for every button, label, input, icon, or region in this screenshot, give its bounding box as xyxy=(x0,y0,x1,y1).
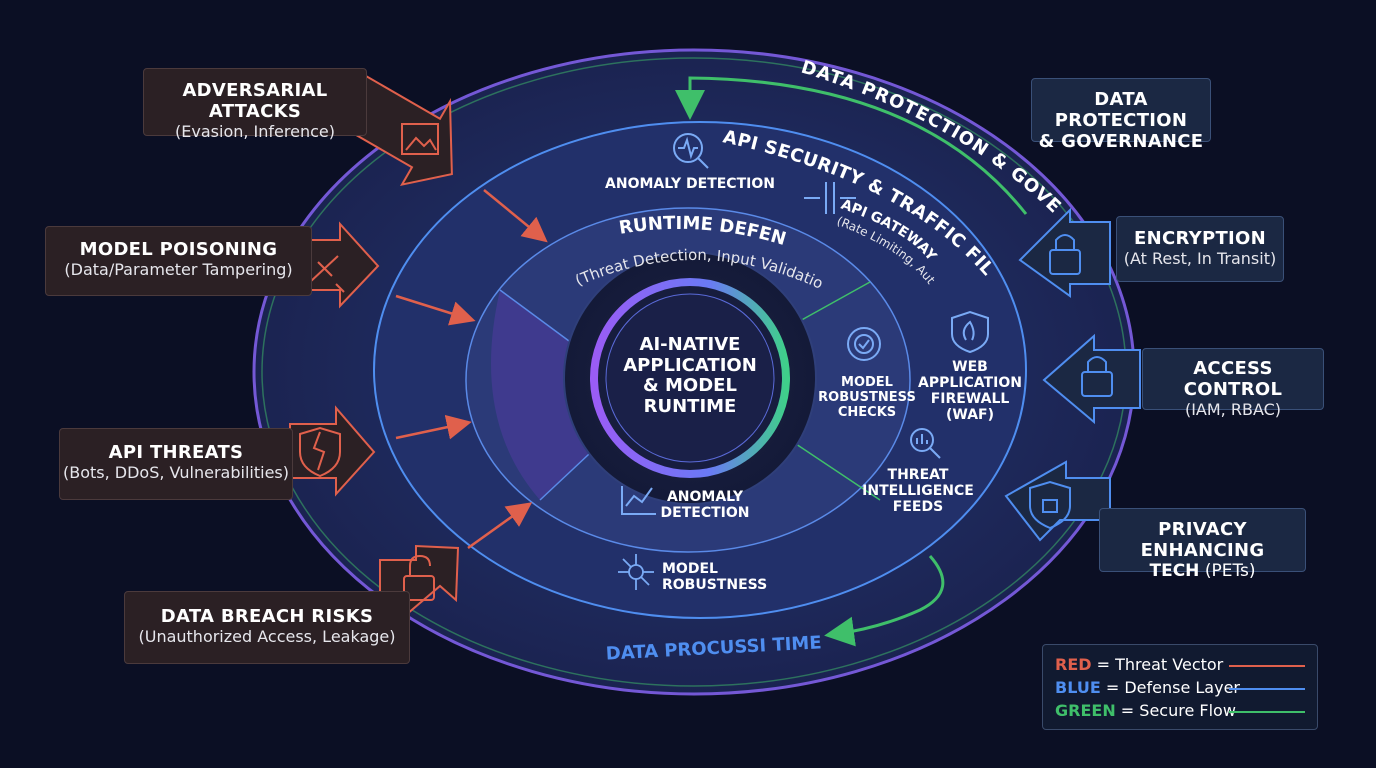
threat-arrow xyxy=(483,189,548,243)
gear-check-icon xyxy=(847,327,881,361)
syringe-icon xyxy=(309,255,345,293)
shield-lock-icon xyxy=(1029,480,1071,530)
legend-line-threat xyxy=(1229,665,1305,667)
threat-adversarial-attacks: ADVERSARIAL ATTACKS (Evasion, Inference) xyxy=(143,68,367,141)
magnifier-pulse-icon xyxy=(673,133,709,169)
core-line-3: & MODEL xyxy=(643,375,737,397)
secure-flow-bottom xyxy=(824,555,945,647)
core-line-4: RUNTIME xyxy=(643,396,737,418)
magnifier-chart-icon xyxy=(910,428,941,459)
waf-label: WEB APPLICATION FIREWALL (WAF) xyxy=(918,359,1022,424)
secure-flow-top xyxy=(675,76,1028,215)
threat-intelligence-feeds: THREAT INTELLIGENCE FEEDS xyxy=(862,467,974,516)
threat-data-breach-risks: DATA BREACH RISKS (Unauthorized Access, … xyxy=(124,591,410,664)
legend-row-defense: BLUE = Defense Layer xyxy=(1055,678,1240,697)
neural-network-icon xyxy=(618,554,654,590)
anomaly-detection-bottom: ANOMALY DETECTION xyxy=(660,489,750,522)
line-chart-icon xyxy=(621,486,656,515)
broken-shield-icon xyxy=(299,426,341,478)
defense-chevron-1 xyxy=(1018,207,1111,298)
threat-arrow xyxy=(395,294,476,326)
core-line-2: APPLICATION xyxy=(623,354,757,376)
shield-flame-icon xyxy=(951,310,989,354)
unlocked-padlock-icon xyxy=(403,554,435,601)
traffic-filter-icon xyxy=(804,182,856,214)
defense-access-control: ACCESS CONTROL (IAM, RBAC) xyxy=(1142,348,1324,419)
model-robustness: MODEL ROBUSTNESS xyxy=(662,561,768,594)
defense-encryption: ENCRYPTION (At Rest, In Transit) xyxy=(1116,216,1284,282)
model-robustness-checks: MODEL ROBUSTNESS CHECKS xyxy=(818,375,916,420)
legend: RED = Threat Vector BLUE = Defense Layer… xyxy=(1042,644,1318,730)
legend-row-secure: GREEN = Secure Flow xyxy=(1055,701,1236,720)
threat-api-threats: API THREATS (Bots, DDoS, Vulnerabilities… xyxy=(59,428,293,500)
image-frame-icon xyxy=(401,123,439,155)
core-label: AI-NATIVE APPLICATION & MODEL RUNTIME xyxy=(615,334,765,418)
defense-chevron-2 xyxy=(1042,333,1141,425)
padlock-icon xyxy=(1049,234,1081,275)
anomaly-detection-top: ANOMALY DETECTION xyxy=(605,176,775,192)
core-line-1: AI-NATIVE xyxy=(639,334,741,355)
segment-left xyxy=(491,290,604,500)
defense-privacy-enhancing-tech: PRIVACY ENHANCING TECH (PETs) xyxy=(1099,508,1306,581)
legend-row-threat: RED = Threat Vector xyxy=(1055,655,1224,674)
defense-data-protection: DATA PROTECTION & GOVERNANCE xyxy=(1031,78,1211,152)
legend-line-defense xyxy=(1229,688,1305,690)
threat-arrow xyxy=(467,502,533,550)
padlock-icon xyxy=(1081,356,1113,397)
legend-line-secure xyxy=(1229,711,1305,713)
threat-arrow xyxy=(395,414,472,440)
threat-model-poisoning: MODEL POISONING (Data/Parameter Tamperin… xyxy=(45,226,312,296)
